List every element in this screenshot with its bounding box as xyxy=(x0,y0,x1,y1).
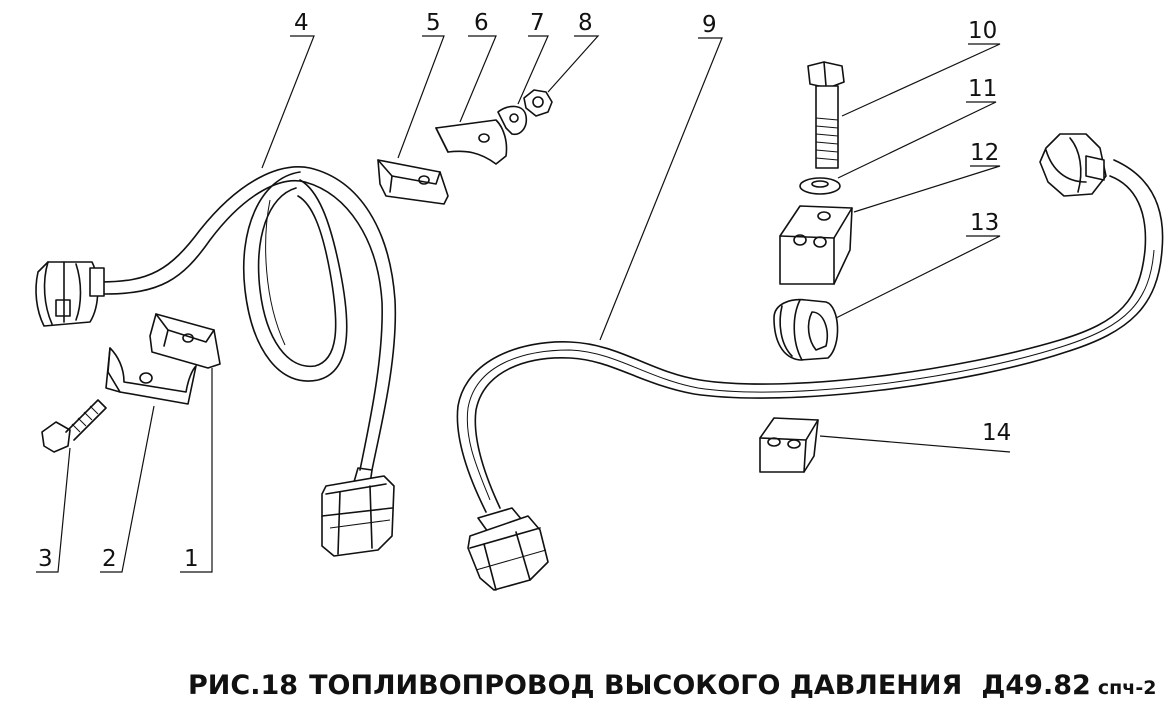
caption-suffix: спч-2 xyxy=(1098,677,1157,699)
part-7-lock-washer xyxy=(497,105,528,136)
part-8-nut xyxy=(523,89,553,117)
part-14-block xyxy=(759,417,819,473)
caption-title: ТОПЛИВОПРОВОД ВЫСОКОГО ДАВЛЕНИЯ xyxy=(309,670,962,701)
callout-1: 1 xyxy=(184,546,199,572)
pipe-4-nut-left xyxy=(35,261,105,327)
callout-12: 12 xyxy=(970,140,999,166)
part-1-clamp-half xyxy=(149,313,221,369)
pipe-4-nut-bottom xyxy=(321,467,395,557)
callout-13: 13 xyxy=(970,210,999,236)
leader-lines xyxy=(36,35,1011,573)
part-10-bolt xyxy=(807,61,845,169)
callout-2: 2 xyxy=(102,546,117,572)
part-3-bolt xyxy=(41,399,107,453)
part-5-clamp-half xyxy=(377,159,449,205)
figure-caption: РИС.18 ТОПЛИВОПРОВОД ВЫСОКОГО ДАВЛЕНИЯ Д… xyxy=(188,670,1156,701)
part-12-clamp-block xyxy=(779,205,853,285)
pipe-4-looped xyxy=(35,166,397,557)
callout-6: 6 xyxy=(474,10,489,36)
callout-5: 5 xyxy=(426,10,441,36)
part-11-washer xyxy=(799,177,841,195)
part-6-clamp-bracket xyxy=(435,119,508,165)
callout-3: 3 xyxy=(38,546,53,572)
callout-10: 10 xyxy=(968,18,997,44)
pipe-9-nut-bottom xyxy=(467,507,549,591)
caption-prefix: РИС.18 xyxy=(188,670,298,701)
pipe-9-long xyxy=(456,133,1164,591)
callout-11: 11 xyxy=(968,76,997,102)
part-13-grommet xyxy=(773,298,839,361)
part-2-clamp-bracket xyxy=(105,347,197,405)
pipe-9-nut-top xyxy=(1039,133,1107,197)
callout-8: 8 xyxy=(578,10,593,36)
callout-7: 7 xyxy=(530,10,545,36)
callout-9: 9 xyxy=(702,12,717,38)
caption-code: Д49.82 xyxy=(981,670,1090,701)
callout-14: 14 xyxy=(982,420,1011,446)
callout-4: 4 xyxy=(294,10,309,36)
